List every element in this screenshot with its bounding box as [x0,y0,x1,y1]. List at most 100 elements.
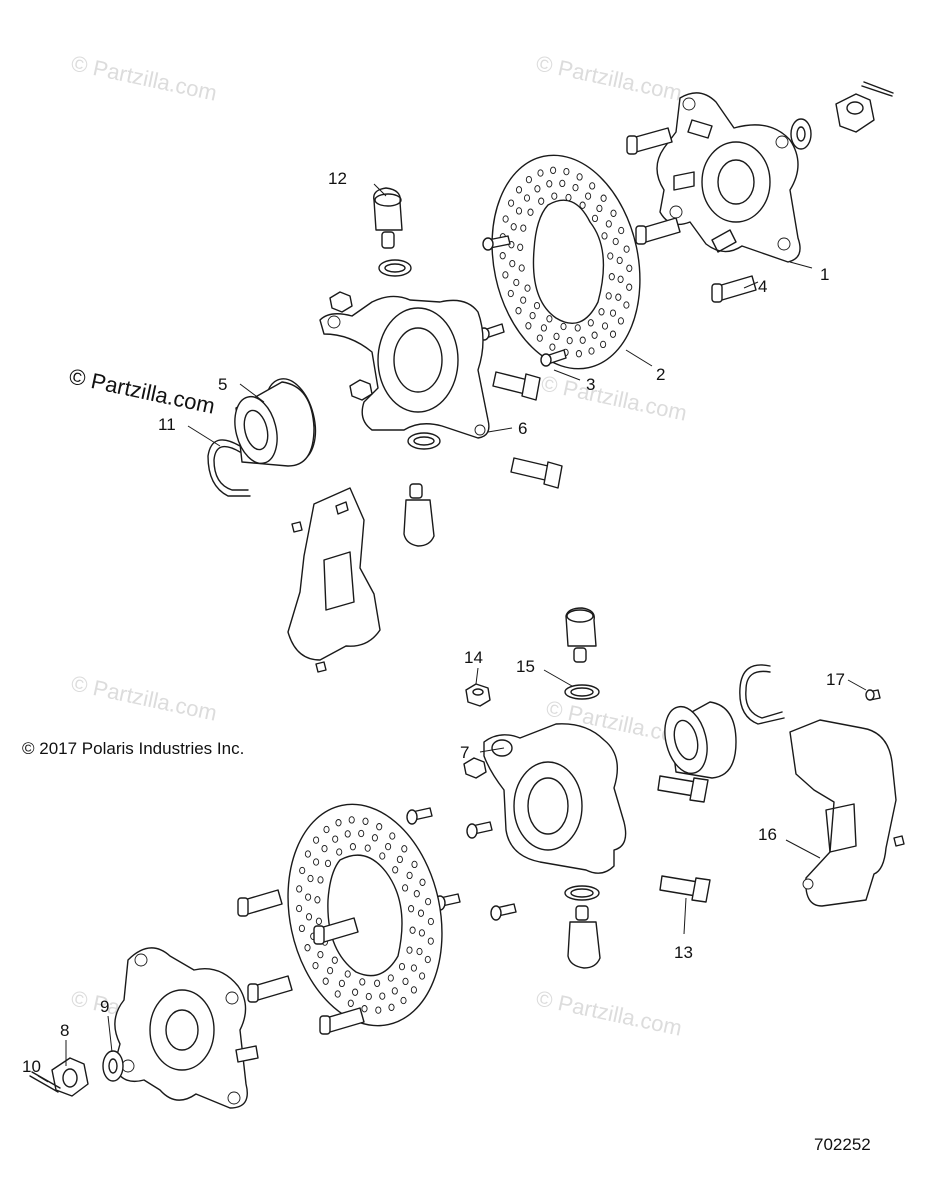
disc-hole [305,893,312,901]
part-lug-bolts-bottom [237,889,365,1035]
part-nuts-top [329,291,373,401]
disc-hole [315,917,322,925]
disc-hole [410,986,417,994]
disc-hole [502,271,509,279]
part-caliper-bracket-bottom [789,719,905,907]
disc-hole [524,284,531,292]
disc-hole [612,237,619,246]
callout-9: 9 [100,997,109,1016]
disc-hole [591,214,599,223]
callout-2: 2 [656,365,665,384]
disc-hole [540,324,547,332]
part-ring-bottom [564,684,600,700]
disc-hole [417,909,425,917]
disc-hole [551,192,558,200]
disc-hole [327,966,334,975]
disc-hole [411,860,418,869]
disc-hole [626,283,633,291]
disc-hole [321,844,328,853]
disc-hole [502,215,509,223]
part-brake-disc-top [491,154,641,370]
watermark: © Partzilla.com [69,50,219,105]
disc-hole [566,336,573,345]
part-nut-bottom [465,683,491,707]
disc-hole [579,201,586,209]
diagram-number: 702252 [814,1135,871,1154]
disc-holes [499,166,633,358]
disc-hole [402,884,409,892]
disc-hole [313,858,320,866]
disc-hole [615,293,622,301]
disc-hole [352,988,359,996]
disc-hole [607,252,614,260]
disc-hole [416,947,423,956]
disc-hole [365,992,372,1001]
disc-hole [600,194,607,202]
disc-hole [398,962,406,971]
disc-hole [605,220,612,228]
disc-hole [391,987,398,995]
disc-holes [296,816,434,1014]
disc-hole [513,278,520,287]
disc-hole [546,180,553,188]
disc-hole [344,830,351,838]
part-hub-bottom [113,947,259,1109]
callout-15: 15 [516,657,535,676]
disc-hole [361,1005,368,1013]
disc-hole [406,946,413,954]
disc-hole [515,207,523,215]
disc-hole [312,961,319,970]
disc-hole [563,167,570,176]
disc-hole [525,322,532,330]
callout-12: 12 [328,169,347,188]
part-lug-bolts-top [626,127,757,303]
disc-hole [349,843,356,851]
disc-hole [574,324,581,332]
disc-hole [408,905,415,913]
disc-hole [298,924,305,933]
callout-13: 13 [674,943,693,962]
disc-hole [523,194,531,202]
disc-hole [610,209,617,217]
disc-hole [402,977,409,986]
part-caliper-bracket-top [287,487,381,673]
disc-hole [515,186,523,194]
disc-hole [314,896,321,904]
part-ball-joint-bottom-upper [565,607,597,663]
callout-6: 6 [518,419,527,438]
disc-hole [565,193,572,202]
disc-hole [527,208,534,216]
disc-hole [589,182,596,190]
disc-hole [304,850,311,858]
disc-hole [536,334,543,342]
part-cotter-pin-bottom [29,1071,61,1093]
disc-hole [379,992,386,1000]
part-snap-ring-top [207,439,251,497]
disc-hole [347,999,354,1007]
disc-hole [533,301,541,310]
disc-hole [579,336,586,344]
callout-3: 3 [586,375,595,394]
disc-hole [509,259,516,268]
copyright-notice: © 2017 Polaris Industries Inc. [22,739,244,758]
disc-hole [307,874,314,883]
disc-hole [348,816,355,824]
disc-hole [576,173,583,181]
part-knuckle-bottom [483,723,627,874]
disc-hole [387,974,394,982]
disc-hole [379,852,386,860]
disc-hole [396,855,403,864]
disc-hole [520,296,527,304]
callout-17: 17 [826,670,845,689]
disc-hole [427,917,434,926]
disc-hole [331,956,338,964]
disc-hole [335,819,342,827]
disc-hole [546,315,553,323]
disc-hole [588,347,595,355]
part-snap-ring-bottom [739,664,785,725]
disc-hole [392,866,399,874]
part-knuckle-top [319,295,490,439]
disc-hole [596,204,603,213]
part-screw-bottom [865,689,881,701]
